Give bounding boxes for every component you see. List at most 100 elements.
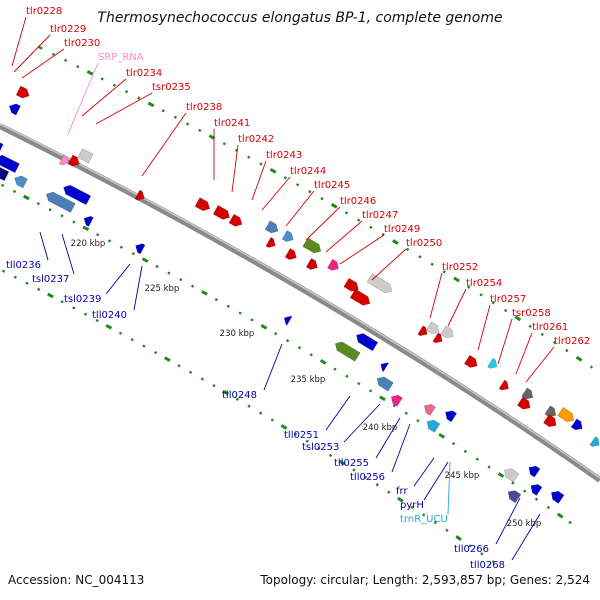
gene-arrow[interactable] [0,158,10,182]
forward-gene-label[interactable]: tlr0254 [466,278,502,289]
gene-arrow[interactable] [302,237,324,256]
gene-arrow[interactable] [502,466,520,483]
gene-arrow[interactable] [589,436,600,450]
forward-gene-label[interactable]: tlr0243 [266,150,302,161]
gene-arrow[interactable] [133,241,146,255]
reverse-gene-label[interactable]: tll0251 [284,430,319,441]
forward-gene-label[interactable]: SRP_RNA [98,52,144,63]
gene-arrow[interactable] [544,405,559,420]
gene-arrow[interactable] [432,332,445,346]
forward-gene-label[interactable]: tlr0261 [532,322,568,333]
tick-mark [467,285,471,289]
gene-arrow[interactable] [389,393,403,407]
gene-arrow[interactable] [264,220,280,236]
gene-arrow[interactable] [417,325,430,339]
reverse-gene-label[interactable]: tll0256 [350,472,385,483]
forward-gene-label[interactable]: tlr0244 [290,166,326,177]
forward-gene-label[interactable]: tlr0238 [186,102,222,113]
gene-arrow[interactable] [366,273,394,295]
tick-mark [82,225,90,232]
gene-arrow[interactable] [422,402,436,416]
forward-gene-label[interactable]: tlr0249 [384,224,420,235]
gene-arrow[interactable] [440,325,456,341]
tick-mark [131,251,135,256]
reverse-gene-label[interactable]: tsl0237 [32,274,69,285]
gene-arrow[interactable] [443,408,458,423]
forward-gene-label[interactable]: tsr0258 [512,308,551,319]
gene-arrow[interactable] [354,331,379,352]
gene-arrow[interactable] [498,379,511,393]
reverse-gene-label[interactable]: tll0255 [334,458,369,469]
forward-gene-label[interactable]: tlr0250 [406,238,442,249]
gene-arrow[interactable] [0,135,4,154]
tick-mark [119,245,124,249]
tick-mark [511,481,515,485]
tick-mark [297,346,302,350]
gene-arrow[interactable] [378,360,389,373]
gene-arrow[interactable] [526,463,541,478]
gene-arrow[interactable] [281,230,296,244]
gene-arrow[interactable] [557,406,577,424]
gene-arrow[interactable] [284,248,299,262]
gene-arrow[interactable] [7,102,21,116]
gene-arrow[interactable] [282,314,293,326]
gene-arrow[interactable] [265,236,278,250]
reverse-gene-label[interactable]: tsl0239 [64,294,101,305]
reverse-gene-label[interactable]: tll0248 [222,390,257,401]
gene-arrow[interactable] [305,257,320,272]
forward-gene-label[interactable]: tlr0230 [64,38,100,49]
reverse-gene-label[interactable]: pyrH [400,500,424,511]
tick-mark [589,365,594,369]
tick-mark [375,483,379,487]
gene-arrow[interactable] [349,288,372,308]
forward-gene-label[interactable]: tlr0262 [554,336,590,347]
gene-arrow[interactable] [549,488,565,504]
forward-gene-label[interactable]: tlr0228 [26,6,62,17]
gene-arrow[interactable] [12,174,28,189]
reverse-gene-label[interactable]: tll0268 [470,560,505,571]
forward-gene-label[interactable]: tlr0252 [442,262,478,273]
gene-arrow[interactable] [0,153,20,174]
gene-arrow[interactable] [521,387,536,402]
forward-gene-label[interactable]: tlr0241 [214,118,250,129]
gene-arrow[interactable] [424,417,441,433]
gene-arrow[interactable] [194,197,212,214]
gene-arrow[interactable] [425,321,441,337]
tick-mark [416,419,420,423]
gene-arrow[interactable] [327,258,341,273]
gene-arrow[interactable] [134,189,147,203]
forward-gene-label[interactable]: tsr0235 [152,82,191,93]
gene-arrow[interactable] [333,339,361,362]
gene-arrow[interactable] [67,154,81,168]
forward-gene-label[interactable]: tlr0242 [238,134,274,145]
reverse-gene-label[interactable]: tsl0253 [302,442,339,453]
gene-arrow[interactable] [15,85,31,100]
gene-arrow[interactable] [505,488,522,504]
gene-arrow[interactable] [374,374,394,392]
forward-gene-label[interactable]: tlr0247 [362,210,398,221]
gene-arrow[interactable] [82,214,94,227]
forward-gene-label[interactable]: tlr0229 [50,24,86,35]
gene-arrow[interactable] [58,154,71,168]
reverse-gene-label[interactable]: trnR_UCU [400,514,448,525]
gene-arrow[interactable] [212,204,232,222]
gene-arrow[interactable] [228,213,244,229]
reverse-gene-label[interactable]: frr [396,486,408,497]
gene-arrow[interactable] [570,418,585,433]
forward-gene-label[interactable]: tlr0257 [490,294,526,305]
reverse-gene-label[interactable]: tll0240 [92,310,127,321]
gene-arrow[interactable] [528,482,543,496]
gene-arrow[interactable] [44,190,76,213]
gene-arrow[interactable] [463,354,480,370]
forward-gene-label[interactable]: tlr0234 [126,68,162,79]
gene-arrow[interactable] [77,148,94,164]
forward-gene-label[interactable]: tlr0246 [340,196,376,207]
gene-arrow[interactable] [61,183,92,206]
gene-arrow[interactable] [516,396,533,412]
reverse-gene-label[interactable]: tll0266 [454,544,489,555]
gene-arrow[interactable] [543,414,559,429]
forward-gene-label[interactable]: tlr0245 [314,180,350,191]
reverse-gene-label[interactable]: tll0236 [6,260,41,271]
inner-tick-track [1,269,496,564]
gene-arrow[interactable] [487,357,500,371]
